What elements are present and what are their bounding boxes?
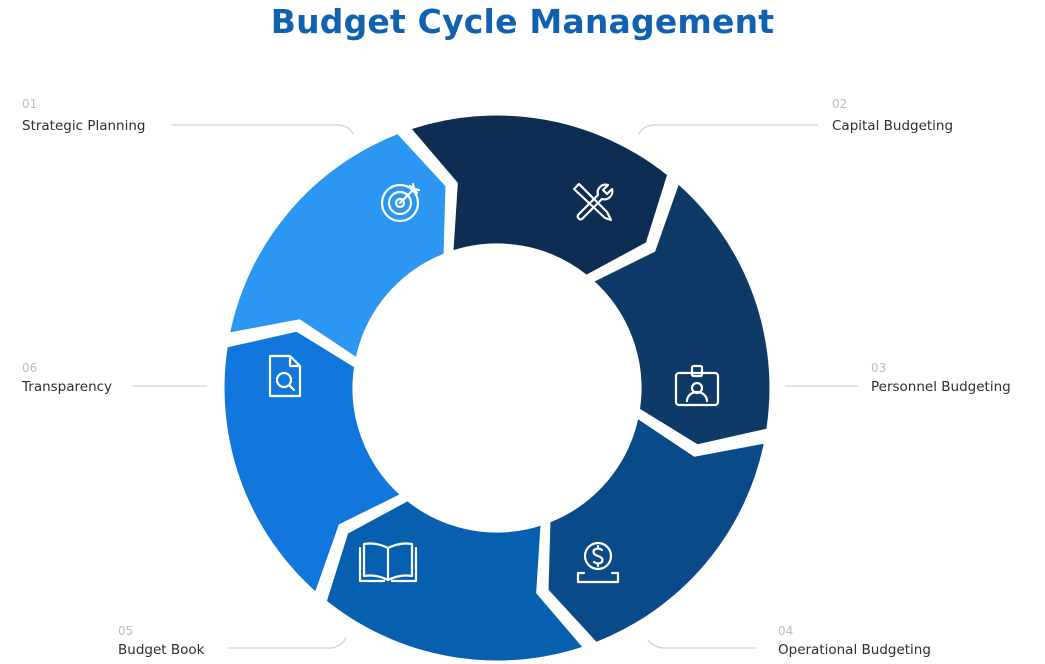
step-number-01: 01 (22, 97, 37, 111)
segment-capital-budgeting[interactable] (585, 176, 775, 450)
segment-strategic-planning[interactable] (403, 110, 673, 281)
step-label-transparency: Transparency (21, 379, 112, 395)
segment-budget-book[interactable] (219, 326, 409, 600)
dollar-coin-icon (576, 541, 620, 584)
step-label-strategic-planning: Strategic Planning (22, 118, 145, 134)
step-number-06: 06 (22, 361, 37, 375)
cycle-ring (219, 110, 775, 664)
leader-lines (132, 124, 858, 649)
step-label-capital-budgeting: Capital Budgeting (832, 118, 953, 134)
step-number-04: 04 (778, 624, 793, 638)
step-number-02: 02 (832, 97, 847, 111)
step-number-03: 03 (871, 361, 886, 375)
step-label-budget-book: Budget Book (118, 642, 205, 658)
target-icon (380, 182, 421, 223)
segment-transparency[interactable] (223, 128, 451, 365)
page-title: Budget Cycle Management (270, 2, 775, 41)
segment-personnel-budgeting[interactable] (543, 411, 771, 648)
tools-icon (572, 182, 614, 222)
open-book-icon (358, 542, 418, 583)
step-number-05: 05 (118, 624, 133, 638)
segment-operational-budgeting[interactable] (321, 495, 591, 664)
id-badge-icon (674, 364, 720, 407)
step-label-personnel-budgeting: Personnel Budgeting (871, 379, 1011, 395)
step-label-operational-budgeting: Operational Budgeting (778, 642, 931, 658)
document-search-icon (268, 354, 302, 398)
